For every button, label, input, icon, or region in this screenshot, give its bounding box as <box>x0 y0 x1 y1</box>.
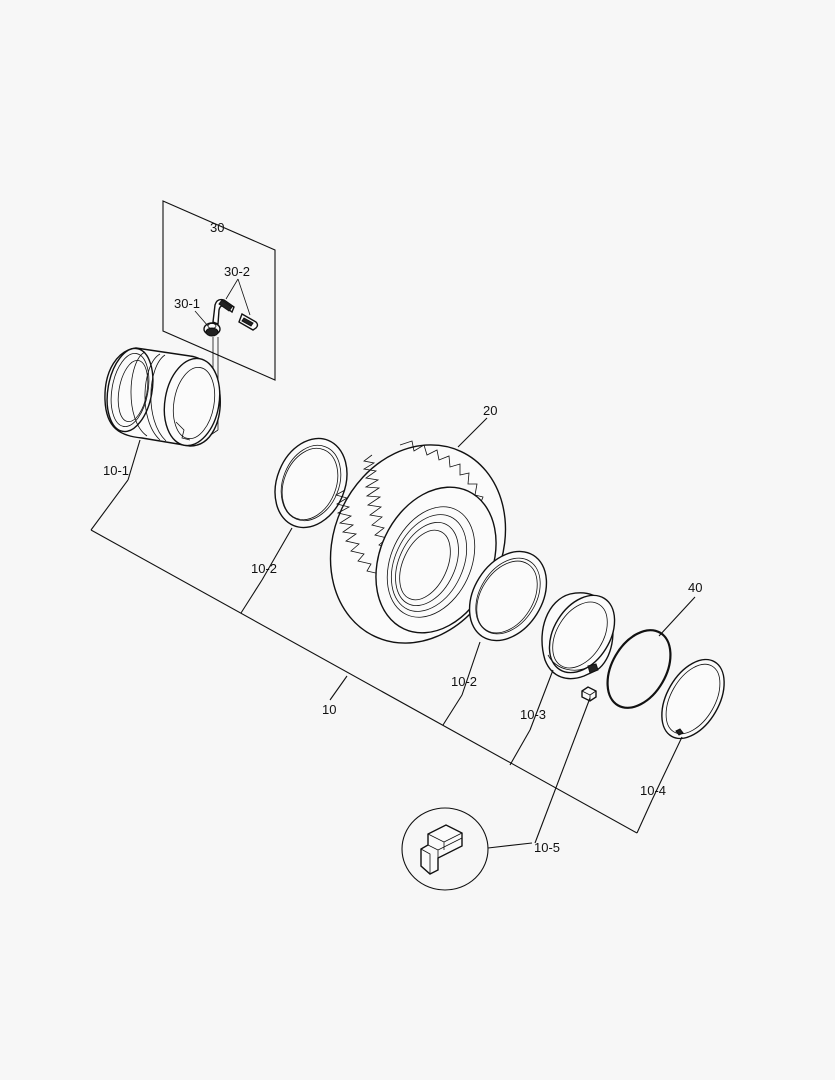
lock-key-10-5-detail <box>401 807 489 891</box>
label-10-5: 10-5 <box>534 840 560 855</box>
label-20: 20 <box>483 403 497 418</box>
valve-stem-30-2 <box>212 298 259 331</box>
lock-ring-10-4 <box>661 658 725 740</box>
label-30-1: 30-1 <box>174 296 200 311</box>
label-40: 40 <box>688 580 702 595</box>
lock-key-10-5-small <box>581 686 597 702</box>
label-10-1: 10-1 <box>103 463 129 478</box>
part-labels: 30 30-2 30-1 20 10-1 10-2 10-2 10 10-3 4… <box>103 220 702 855</box>
valve-kit-box <box>162 200 276 381</box>
ring-10-2-right <box>468 550 548 642</box>
flange-10-3 <box>541 592 616 680</box>
valve-seal-30-1 <box>203 322 221 337</box>
tire-20 <box>329 440 507 644</box>
rim-10-1 <box>104 347 221 447</box>
ring-10-2-left <box>274 437 348 529</box>
o-ring-40 <box>606 629 672 709</box>
label-30-2: 30-2 <box>224 264 250 279</box>
label-10-3: 10-3 <box>520 707 546 722</box>
label-10-2-left: 10-2 <box>251 561 277 576</box>
label-30: 30 <box>210 220 224 235</box>
label-10-2-right: 10-2 <box>451 674 477 689</box>
leader-lines <box>90 417 696 849</box>
label-10-4: 10-4 <box>640 783 666 798</box>
label-10: 10 <box>322 702 336 717</box>
